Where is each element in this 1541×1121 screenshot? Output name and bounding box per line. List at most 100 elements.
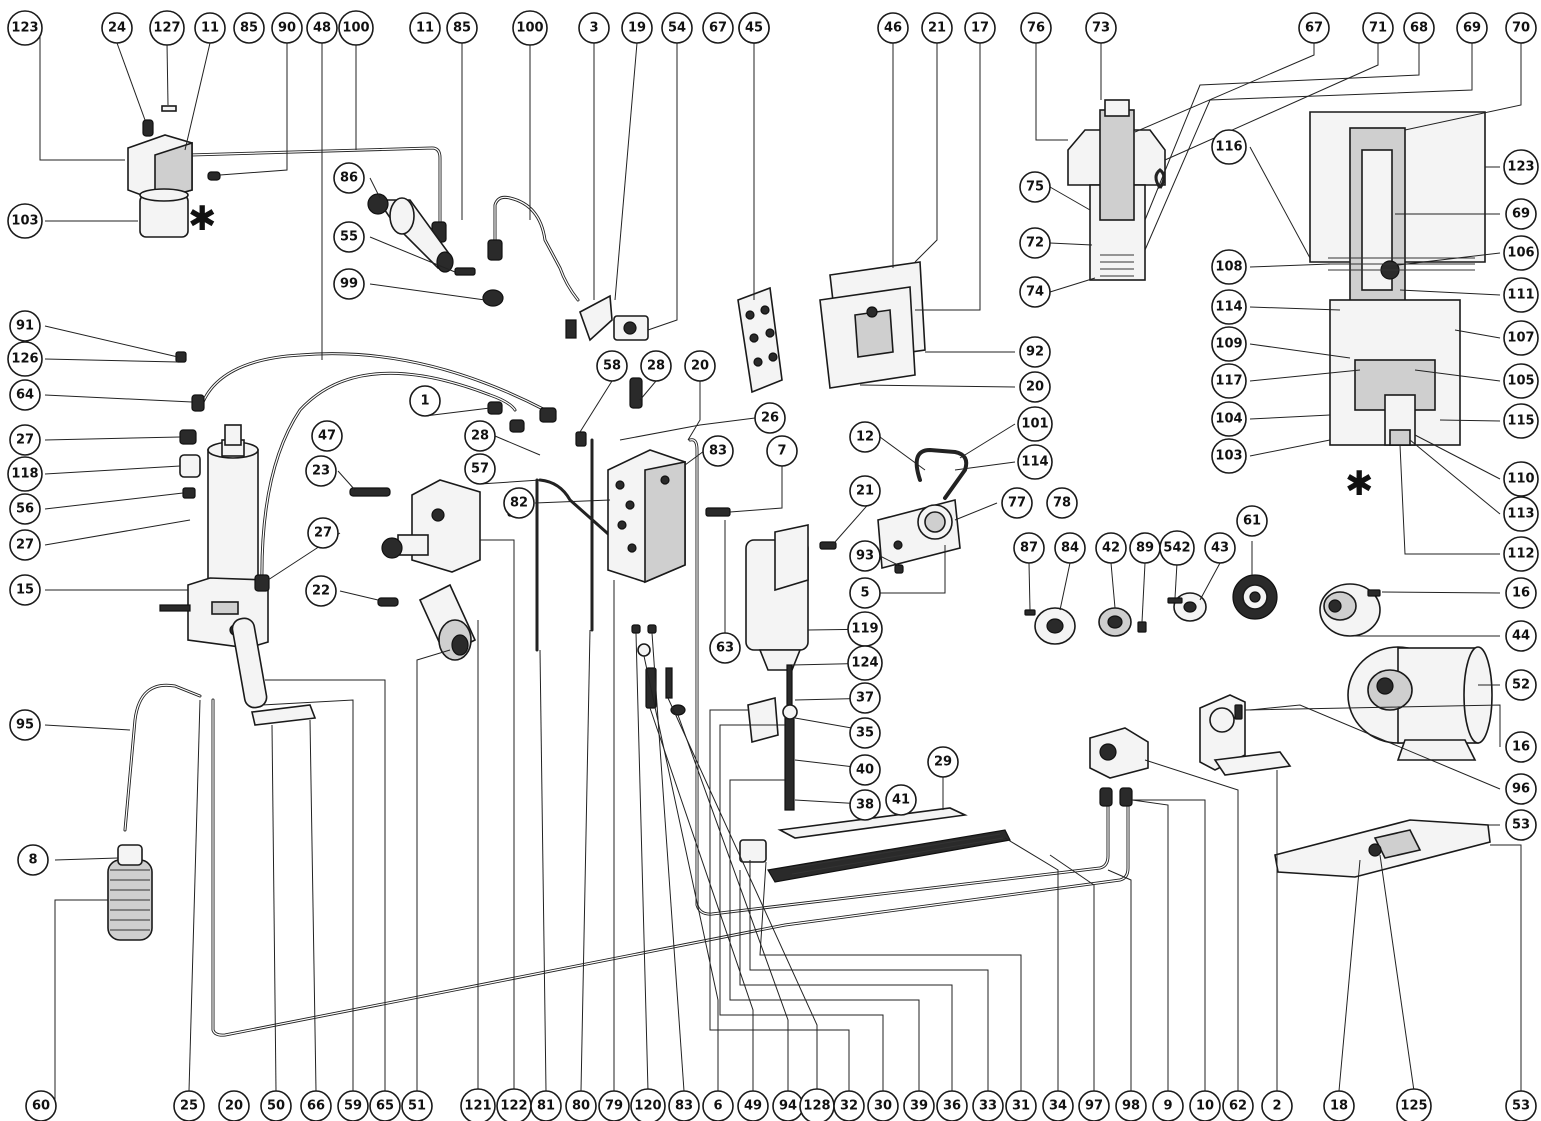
callout-42: 42 (1095, 532, 1127, 564)
asterisk-marker-right: ✱ (1345, 464, 1374, 504)
callout-text: 29 (934, 755, 952, 770)
callout-27: 27 (9, 529, 41, 561)
callout-text: 104 (1215, 412, 1242, 427)
callout-text: 24 (108, 21, 126, 36)
callout-text: 1 (420, 394, 429, 409)
callout-41: 41 (885, 784, 917, 816)
callout-101: 101 (1017, 406, 1053, 442)
callout-77: 77 (1001, 487, 1033, 519)
callout-text: 20 (225, 1099, 243, 1114)
callout-113: 113 (1503, 496, 1539, 532)
callout-84: 84 (1054, 532, 1086, 564)
callout-text: 10 (1196, 1099, 1214, 1114)
valve-122 (349, 479, 481, 573)
callout-17: 17 (964, 12, 996, 44)
screw-16-a (1367, 589, 1381, 597)
parts (107, 105, 1493, 941)
callout-63: 63 (709, 632, 741, 664)
callout-text: 70 (1512, 21, 1530, 36)
callout-20: 20 (1019, 371, 1051, 403)
callout-55: 55 (333, 221, 365, 253)
callout-53: 53 (1505, 1090, 1537, 1121)
callout-98: 98 (1115, 1090, 1147, 1121)
callout-text: 48 (313, 21, 331, 36)
spring-42 (1098, 607, 1132, 637)
callout-text: 105 (1507, 374, 1534, 389)
callout-27: 27 (9, 424, 41, 456)
callout-text: 111 (1507, 288, 1534, 303)
callout-18: 18 (1323, 1090, 1355, 1121)
callout-text: 8 (28, 853, 37, 868)
callout-79: 79 (598, 1090, 630, 1121)
screw-87 (1024, 609, 1036, 616)
callout-text: 16 (1512, 740, 1530, 755)
callout-text: 31 (1012, 1099, 1030, 1114)
callout-text: 67 (1305, 21, 1323, 36)
callout-32: 32 (833, 1090, 865, 1121)
callout-11: 11 (194, 12, 226, 44)
callout-text: 128 (803, 1099, 830, 1114)
callout-text: 38 (856, 798, 874, 813)
callout-111: 111 (1503, 277, 1539, 313)
callout-62: 62 (1222, 1090, 1254, 1121)
callout-text: 53 (1512, 818, 1530, 833)
callout-text: 39 (910, 1099, 928, 1114)
callout-72: 72 (1019, 227, 1051, 259)
callout-48: 48 (306, 12, 338, 44)
callout-labels: 1232412711859048100118510031954674546211… (7, 10, 1539, 1121)
callout-text: 83 (675, 1099, 693, 1114)
callout-92: 92 (1019, 336, 1051, 368)
screw-542 (1167, 597, 1183, 604)
callout-text: 3 (589, 21, 598, 36)
callout-text: 73 (1092, 21, 1110, 36)
callout-19: 19 (621, 12, 653, 44)
callout-45: 45 (738, 12, 770, 44)
callout-text: 117 (1215, 374, 1242, 389)
base-plate-53 (1274, 819, 1491, 878)
plug-90 (207, 171, 221, 181)
callout-text: 91 (16, 319, 34, 334)
callout-text: 33 (979, 1099, 997, 1114)
callout-9: 9 (1152, 1090, 1184, 1121)
callout-86: 86 (333, 162, 365, 194)
fitting-64 (191, 394, 205, 412)
callout-1: 1 (409, 385, 441, 417)
callout-20: 20 (218, 1090, 250, 1121)
callout-text: 96 (1512, 782, 1530, 797)
handle-29 (767, 807, 1011, 883)
leader-lines (39, 28, 1522, 1106)
callout-text: 77 (1008, 496, 1026, 511)
callout-50: 50 (260, 1090, 292, 1121)
callout-text: 40 (856, 763, 874, 778)
callout-6: 6 (702, 1090, 734, 1121)
callout-91: 91 (9, 310, 41, 342)
callout-108: 108 (1211, 249, 1247, 285)
callout-text: 82 (510, 496, 528, 511)
callout-text: 27 (16, 433, 34, 448)
motor-52 (1347, 646, 1493, 761)
callout-text: 113 (1507, 507, 1534, 522)
callout-text: 66 (307, 1099, 325, 1114)
callout-51: 51 (401, 1090, 433, 1121)
plate-45 (737, 286, 783, 394)
elbow-27-top (179, 429, 197, 445)
callout-text: 16 (1512, 586, 1530, 601)
callout-64: 64 (9, 379, 41, 411)
callout-126: 126 (7, 341, 43, 377)
callout-85: 85 (233, 12, 265, 44)
callout-text: 76 (1027, 21, 1045, 36)
callout-text: 69 (1512, 207, 1530, 222)
callout-text: 34 (1049, 1099, 1067, 1114)
callout-75: 75 (1019, 171, 1051, 203)
fitting-98 (1119, 787, 1133, 807)
callout-33: 33 (972, 1090, 1004, 1121)
callout-text: 80 (572, 1099, 590, 1114)
callout-text: 43 (1211, 541, 1229, 556)
callout-95: 95 (9, 709, 41, 741)
callout-37: 37 (849, 682, 881, 714)
callout-text: 99 (340, 277, 358, 292)
callout-text: 100 (342, 21, 369, 36)
mount-2 (1199, 694, 1292, 776)
callout-120: 120 (630, 1088, 666, 1121)
